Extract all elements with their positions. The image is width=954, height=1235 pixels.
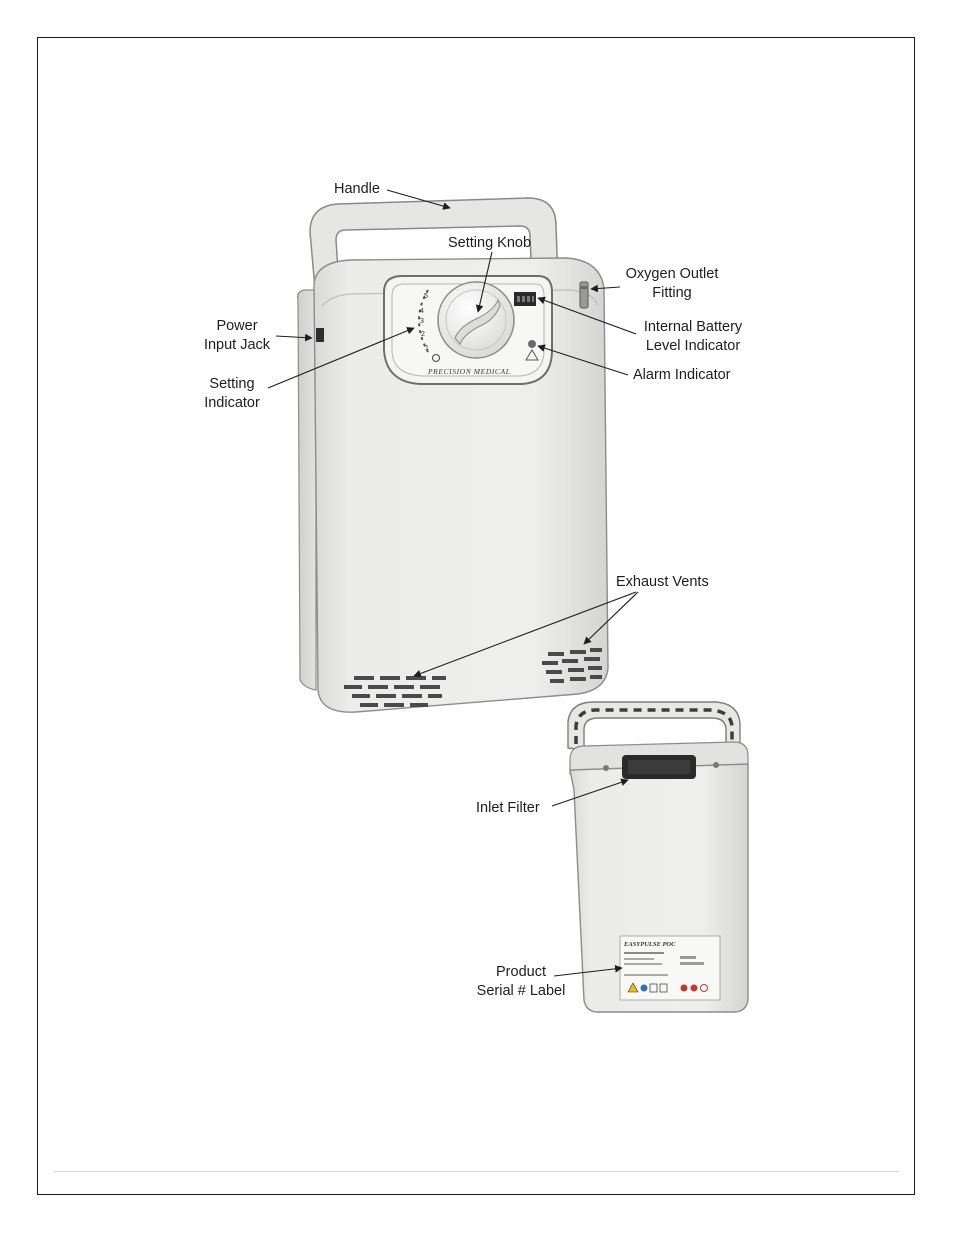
footer-divider [54,1171,899,1172]
dial-1: 1 [425,345,429,352]
leader-serial [553,964,623,977]
callout-oxygen-outlet-line1: Oxygen Outlet [625,266,719,282]
leader-setting-knob [475,251,493,313]
warning-symbols-icon [627,982,708,993]
oxygen-outlet-fitting [579,281,589,309]
leader-oxygen-outlet [590,284,621,293]
dial-4: 4 [420,308,424,315]
callout-alarm: Alarm Indicator [633,367,731,383]
callout-battery-line1: Internal Battery [643,319,743,335]
callout-power-jack: Power Input Jack [190,317,284,355]
leader-exhaust-right [583,591,639,645]
setting-knob [437,281,515,359]
leader-inlet [551,778,629,807]
leader-power-jack [275,333,313,342]
brand-mark: PRECISION MEDICAL [427,367,510,376]
callout-battery-line2: Level Indicator [645,338,741,354]
leader-setting-indicator [267,327,415,389]
callout-exhaust: Exhaust Vents [616,574,709,590]
leader-exhaust-left [413,591,637,678]
callout-setting-knob: Setting Knob [448,235,532,251]
callout-battery: Internal Battery Level Indicator [632,318,754,356]
serial-label: EASYPULSE POC [619,935,721,1001]
leader-battery [537,296,637,335]
page-frame [37,37,915,1195]
exhaust-vents-left [344,676,446,707]
callout-power-line1: Power [216,318,258,334]
front-concentrator: 5 4 3 2 1 PRECISION MEDICAL [297,197,609,713]
power-jack [316,328,324,342]
callout-oxygen-outlet: Oxygen Outlet Fitting [612,265,732,303]
dial-5: 5 [424,293,428,300]
callout-setting-ind-line1: Setting [209,376,255,392]
callout-oxygen-outlet-line2: Fitting [652,285,692,301]
leader-alarm [537,344,629,376]
callout-serial-line2: Serial # Label [476,983,566,999]
setting-scale: 5 4 3 2 1 [418,289,440,362]
power-symbol-icon [432,354,440,362]
rear-label-title: EASYPULSE POC [623,941,676,948]
callout-setting-ind-line2: Indicator [204,395,260,411]
dial-3: 3 [420,318,424,325]
rear-concentrator: EASYPULSE POC [567,701,749,1013]
alarm-warning-icon [525,349,539,361]
callout-power-line2: Input Jack [203,337,271,353]
callout-inlet: Inlet Filter [476,800,540,816]
leader-lines [267,189,639,977]
callout-handle: Handle [334,181,380,197]
callout-serial-line1: Product [496,964,546,980]
leader-handle [386,189,451,210]
callout-serial: Product Serial # Label [468,963,574,1001]
side-face [297,289,317,691]
dial-2: 2 [421,331,425,338]
exhaust-vents-right [542,648,602,683]
callout-setting-indicator: Setting Indicator [192,375,272,413]
alarm-light [528,340,536,348]
